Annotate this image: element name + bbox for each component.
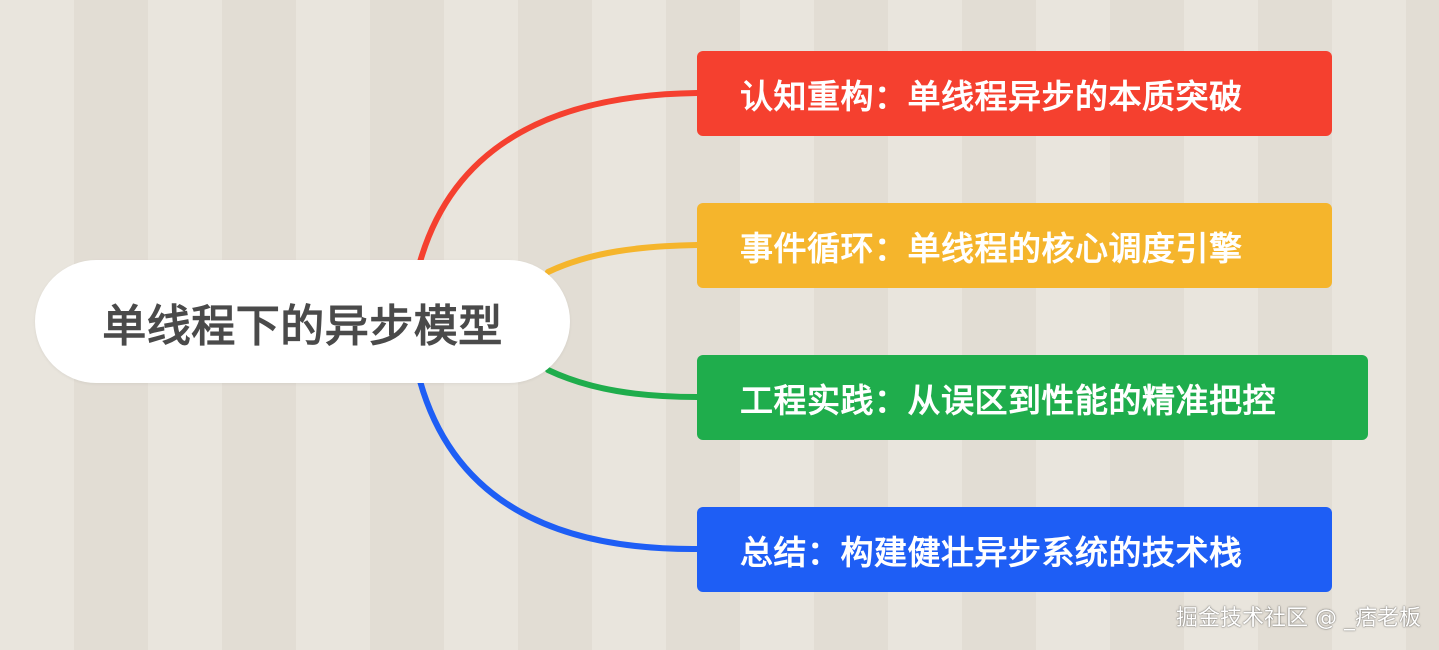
branch-node-cognitive-reconstruction[interactable]: 认知重构：单线程异步的本质突破 [697,51,1332,136]
branch-label: 事件循环：单线程的核心调度引擎 [740,228,1243,268]
branch-label: 认知重构：单线程异步的本质突破 [740,76,1243,116]
central-topic-label: 单线程下的异步模型 [102,300,503,352]
branch-node-engineering-practice[interactable]: 工程实践：从误区到性能的精准把控 [697,355,1368,440]
connector-green [545,367,700,400]
connector-blue [417,378,700,553]
connector-red [417,90,700,265]
branch-label: 总结：构建健壮异步系统的技术栈 [740,532,1243,572]
branch-node-summary[interactable]: 总结：构建健壮异步系统的技术栈 [697,507,1332,592]
branch-node-event-loop[interactable]: 事件循环：单线程的核心调度引擎 [697,203,1332,288]
central-topic-node[interactable]: 单线程下的异步模型 [35,260,570,383]
connector-yellow [545,242,700,275]
watermark-text: 掘金技术社区 @ _痞老板 [1176,606,1421,631]
branch-label: 工程实践：从误区到性能的精准把控 [740,380,1276,420]
